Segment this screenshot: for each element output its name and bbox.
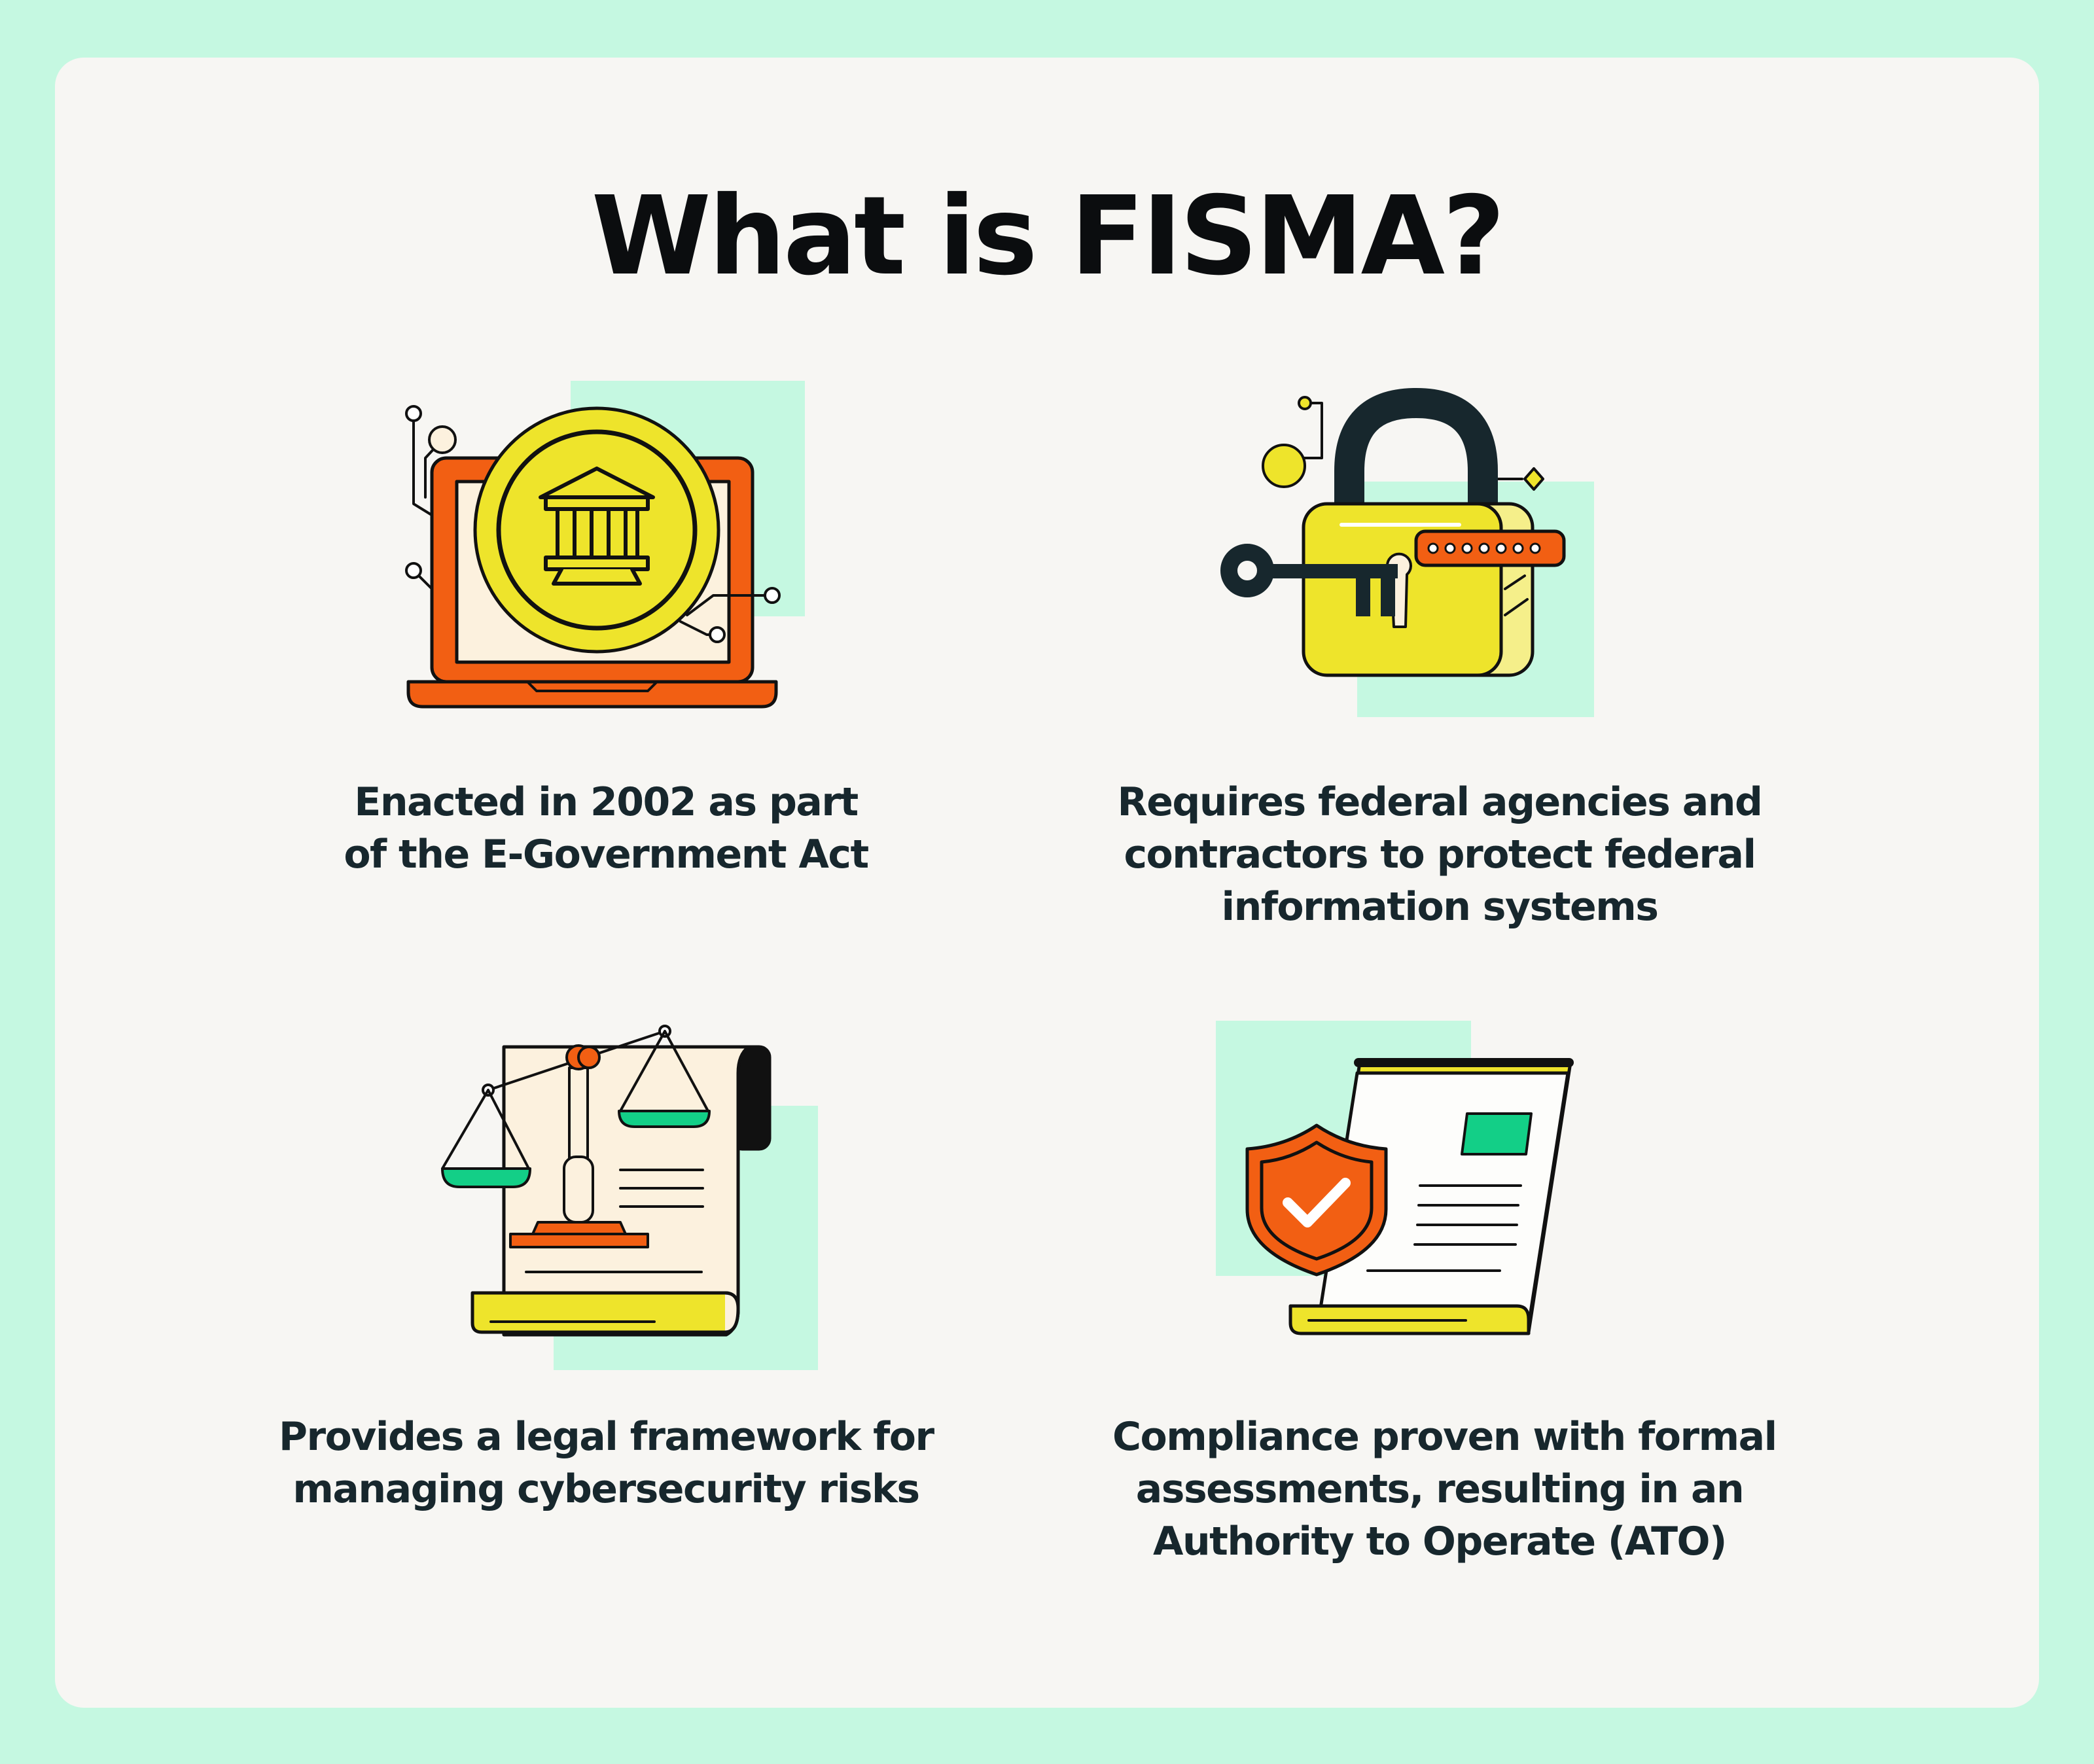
caption-line: information systems bbox=[1221, 884, 1659, 930]
padlock-key-password-icon bbox=[1220, 388, 1594, 717]
caption-enacted-2002: Enacted in 2002 as part of the E-Governm… bbox=[279, 776, 933, 881]
caption-line: managing cybersecurity risks bbox=[293, 1466, 920, 1512]
caption-compliance-ato: Compliance proven with formal assessment… bbox=[1112, 1411, 1777, 1568]
caption-line: Provides a legal framework for bbox=[279, 1414, 934, 1460]
caption-line: assessments, resulting in an bbox=[1135, 1466, 1745, 1512]
laptop-government-building-icon bbox=[405, 381, 805, 709]
caption-line: Authority to Operate (ATO) bbox=[1153, 1519, 1727, 1564]
caption-line: of the E-Government Act bbox=[344, 832, 869, 877]
caption-line: Requires federal agencies and bbox=[1117, 779, 1763, 825]
scales-of-justice-document-icon bbox=[441, 1025, 818, 1370]
shield-checkmark-document-icon bbox=[1216, 1021, 1574, 1335]
page-title: What is FISMA? bbox=[591, 173, 1506, 300]
caption-federal-agencies: Requires federal agencies and contractor… bbox=[1112, 776, 1767, 933]
caption-line: Enacted in 2002 as part bbox=[354, 779, 859, 825]
caption-legal-framework: Provides a legal framework for managing … bbox=[279, 1411, 934, 1515]
content-card bbox=[55, 58, 2039, 1708]
caption-line: contractors to protect federal bbox=[1124, 832, 1756, 877]
caption-line: Compliance proven with formal bbox=[1112, 1414, 1777, 1460]
